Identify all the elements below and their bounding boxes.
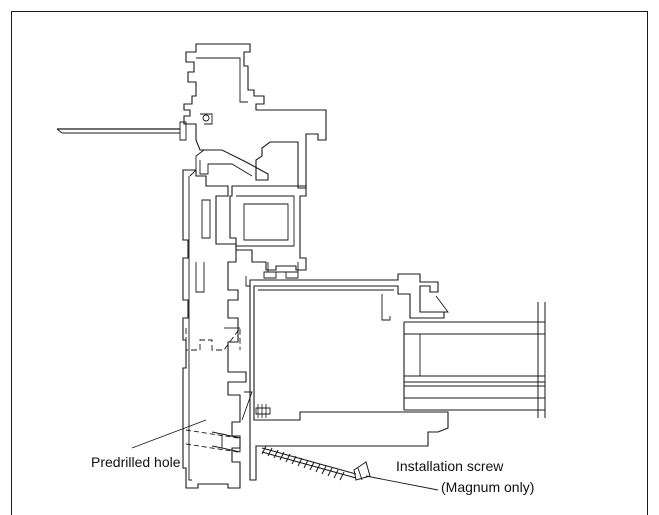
- nailing-fin: [56, 113, 213, 141]
- predrilled-hole: [185, 429, 241, 453]
- installation-screw-label: Installation screw: [396, 458, 504, 474]
- jamb-hole: [185, 326, 241, 351]
- leader-predrilled-hole: [131, 419, 207, 449]
- anchor-clip: [241, 391, 271, 421]
- leader-lines: [131, 419, 439, 491]
- glass-unit: [403, 302, 546, 418]
- predrilled-hole-label: Predrilled hole: [91, 454, 181, 470]
- leader-installation-screw: [365, 475, 439, 491]
- drawing-border: [11, 11, 648, 515]
- screw-note-label: (Magnum only): [441, 479, 535, 495]
- head-profile: [183, 43, 327, 189]
- frame-mid-profile: [229, 185, 307, 279]
- installation-screw: [261, 445, 371, 481]
- jamb-profile: [182, 169, 247, 489]
- sash-profile: [245, 273, 449, 481]
